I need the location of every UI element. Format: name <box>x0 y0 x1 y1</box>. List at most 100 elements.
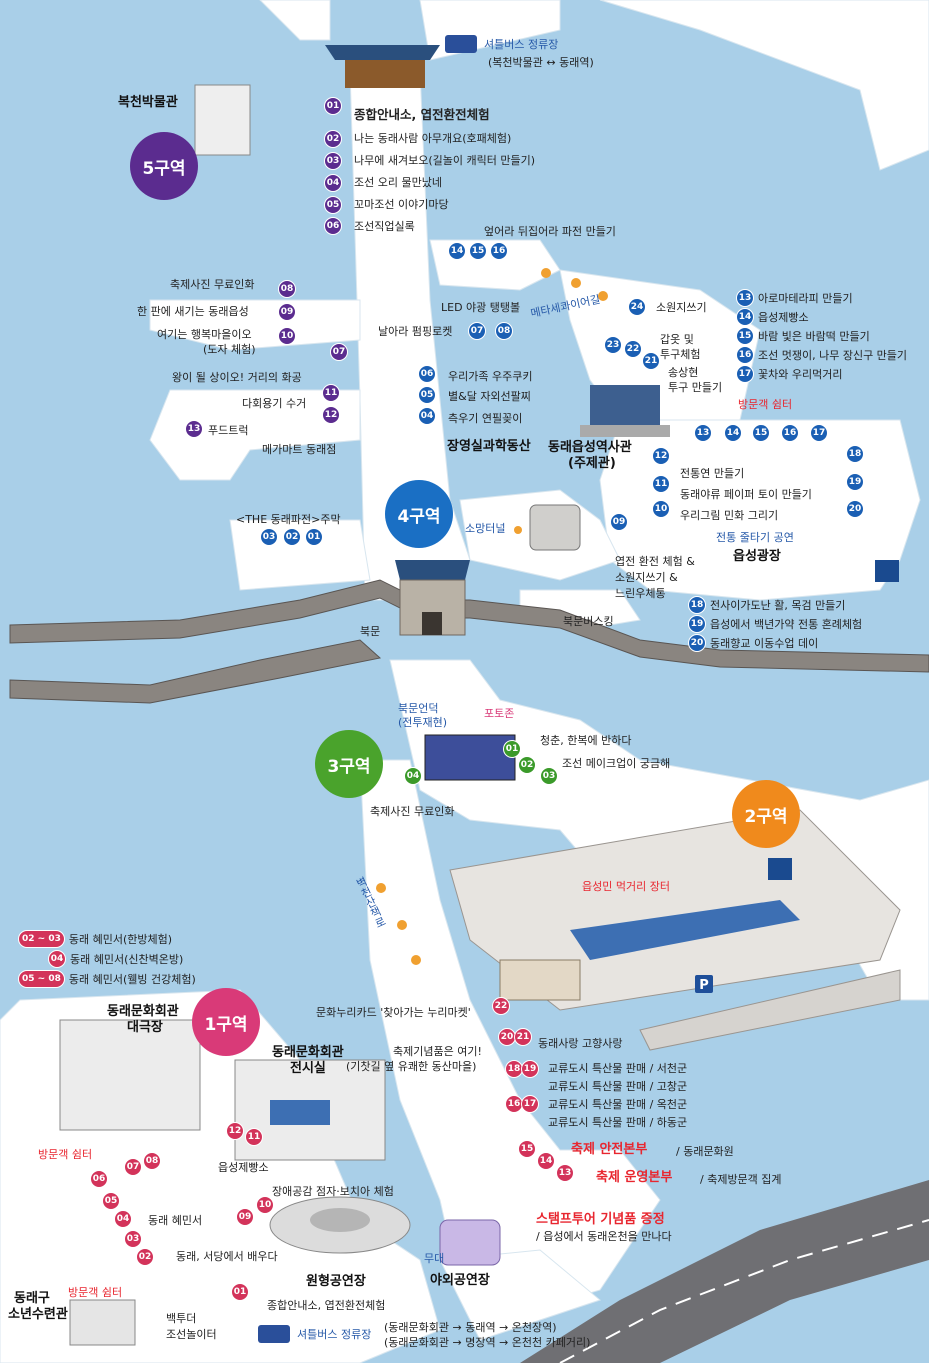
z1-marker-22[interactable]: 22 <box>492 997 510 1015</box>
z1-marker-02[interactable]: 02 <box>136 1248 154 1266</box>
z4-marker-05[interactable]: 05 <box>418 386 436 404</box>
pajeon-marker-03[interactable]: 03 <box>260 528 278 546</box>
z4-marker-15a[interactable]: 15 <box>469 242 487 260</box>
z1-marker-04[interactable]: 04 <box>114 1210 132 1228</box>
z4-marker-21[interactable]: 21 <box>642 352 660 370</box>
z5-marker-02[interactable]: 02 <box>324 130 342 148</box>
z5-marker-06[interactable]: 06 <box>324 217 342 235</box>
z4-marker-12[interactable]: 12 <box>322 406 340 424</box>
bottom-list-text: 전사이가도난 활, 목검 만들기 <box>710 599 846 612</box>
right-list-marker[interactable]: 17 <box>736 365 754 383</box>
z1-marker-09[interactable]: 09 <box>236 1208 254 1226</box>
z1-marker-10[interactable]: 10 <box>256 1196 274 1214</box>
souvenir-label: 축제기념품은 여기! <box>393 1045 482 1058</box>
z1-marker-06[interactable]: 06 <box>90 1170 108 1188</box>
z4-marker-08b[interactable]: 08 <box>495 322 513 340</box>
z1-marker-01[interactable]: 01 <box>231 1283 249 1301</box>
z4-marker-07[interactable]: 07 <box>330 343 348 361</box>
right-list-text: 꽃차와 우리먹거리 <box>758 368 843 381</box>
bukmun-gate-label: 북문 <box>360 625 381 638</box>
z4-marker-24[interactable]: 24 <box>628 298 646 316</box>
z3-marker-03[interactable]: 03 <box>540 767 558 785</box>
food-truck-label: 푸드트럭 <box>208 424 249 437</box>
z1-marker-11[interactable]: 11 <box>245 1128 263 1146</box>
round-stage-label: 원형공연장 <box>306 1274 366 1289</box>
z4-marker-14a[interactable]: 14 <box>448 242 466 260</box>
z5-item-04: 조선 오리 물만났네 <box>354 176 442 189</box>
bottom-list-text: 읍성에서 백년가약 전통 혼례체험 <box>710 618 863 631</box>
uv-bracelet-label: 별&달 자외선팔찌 <box>448 390 531 403</box>
square-marker-17[interactable]: 17 <box>810 424 828 442</box>
nuri-market-label: 문화누리카드 '찾아가는 누리마켓' <box>316 1006 471 1019</box>
z4-marker-04[interactable]: 04 <box>418 407 436 425</box>
z1-marker-14[interactable]: 14 <box>537 1152 555 1170</box>
back-to-joseon-label: 백투더 <box>166 1312 197 1325</box>
z4-marker-11[interactable]: 11 <box>322 384 340 402</box>
z4-marker-13-food[interactable]: 13 <box>185 420 203 438</box>
pajeon-marker-02[interactable]: 02 <box>283 528 301 546</box>
armor-label-2: 투구체험 <box>660 348 701 361</box>
legend-text: 동래 혜민서(한방체험) <box>68 933 173 946</box>
z1-marker-13[interactable]: 13 <box>556 1164 574 1182</box>
photo-zone-label: 포토존 <box>484 707 515 720</box>
pajeon-marker-01[interactable]: 01 <box>305 528 323 546</box>
z3-marker-01[interactable]: 01 <box>503 740 521 758</box>
z1-marker-21[interactable]: 21 <box>514 1028 532 1046</box>
ops-hq-label: 축제 운영본부 <box>596 1170 673 1185</box>
square-marker-20[interactable]: 20 <box>846 500 864 518</box>
bottom-list-marker[interactable]: 18 <box>688 596 706 614</box>
z1-marker-15[interactable]: 15 <box>518 1140 536 1158</box>
z3-marker-02[interactable]: 02 <box>518 756 536 774</box>
z4-marker-07b[interactable]: 07 <box>468 322 486 340</box>
square-marker-14[interactable]: 14 <box>724 424 742 442</box>
square-marker-13[interactable]: 13 <box>694 424 712 442</box>
z4-marker-10[interactable]: 10 <box>278 327 296 345</box>
square-marker-19[interactable]: 19 <box>846 473 864 491</box>
z4-marker-16a[interactable]: 16 <box>490 242 508 260</box>
right-list-marker[interactable]: 13 <box>736 289 754 307</box>
legend-marker: 04 <box>48 950 66 968</box>
z4-marker-23[interactable]: 23 <box>604 336 622 354</box>
z1-marker-05[interactable]: 05 <box>102 1192 120 1210</box>
square-marker-15[interactable]: 15 <box>752 424 770 442</box>
right-list-marker[interactable]: 14 <box>736 308 754 326</box>
z1-marker-12[interactable]: 12 <box>226 1122 244 1140</box>
z5-marker-05[interactable]: 05 <box>324 196 342 214</box>
z4-marker-22[interactable]: 22 <box>624 340 642 358</box>
square-marker-12[interactable]: 12 <box>652 447 670 465</box>
street-painter-label: 왕이 될 상이오! 거리의 화공 <box>172 371 302 384</box>
z1-marker-07[interactable]: 07 <box>124 1158 142 1176</box>
z1-marker-03[interactable]: 03 <box>124 1230 142 1248</box>
right-list-marker[interactable]: 16 <box>736 346 754 364</box>
outdoor-stage-label: 야외공연장 <box>430 1273 490 1288</box>
visitor-rest-label-top: 방문객 쉼터 <box>738 398 793 411</box>
z1-marker-19[interactable]: 19 <box>521 1060 539 1078</box>
paper-toy-label: 동래야류 페이퍼 토이 만들기 <box>680 488 812 501</box>
z1-marker-17[interactable]: 17 <box>521 1095 539 1113</box>
square-marker-18[interactable]: 18 <box>846 445 864 463</box>
bottom-list-marker[interactable]: 19 <box>688 615 706 633</box>
science-park-label: 장영실과학동산 <box>447 439 531 454</box>
legend-marker: 02 ~ 03 <box>18 930 65 948</box>
z5-marker-01[interactable]: 01 <box>324 97 342 115</box>
z1-marker-20[interactable]: 20 <box>498 1028 516 1046</box>
bottom-list-marker[interactable]: 20 <box>688 634 706 652</box>
z5-marker-03[interactable]: 03 <box>324 152 342 170</box>
z3-marker-04[interactable]: 04 <box>404 767 422 785</box>
z4-marker-09[interactable]: 09 <box>278 303 296 321</box>
z5-item-01: 종합안내소, 엽전환전체험 <box>354 107 490 122</box>
coin-marker-09[interactable]: 09 <box>610 513 628 531</box>
square-marker-11[interactable]: 11 <box>652 475 670 493</box>
square-marker-16[interactable]: 16 <box>781 424 799 442</box>
z4-marker-06[interactable]: 06 <box>418 365 436 383</box>
z1-marker-08[interactable]: 08 <box>143 1152 161 1170</box>
square-marker-10[interactable]: 10 <box>652 500 670 518</box>
pottery-label: 여기는 행복마을이오 <box>157 328 252 341</box>
z4-marker-08[interactable]: 08 <box>278 280 296 298</box>
z5-marker-04[interactable]: 04 <box>324 174 342 192</box>
right-list-marker[interactable]: 15 <box>736 327 754 345</box>
